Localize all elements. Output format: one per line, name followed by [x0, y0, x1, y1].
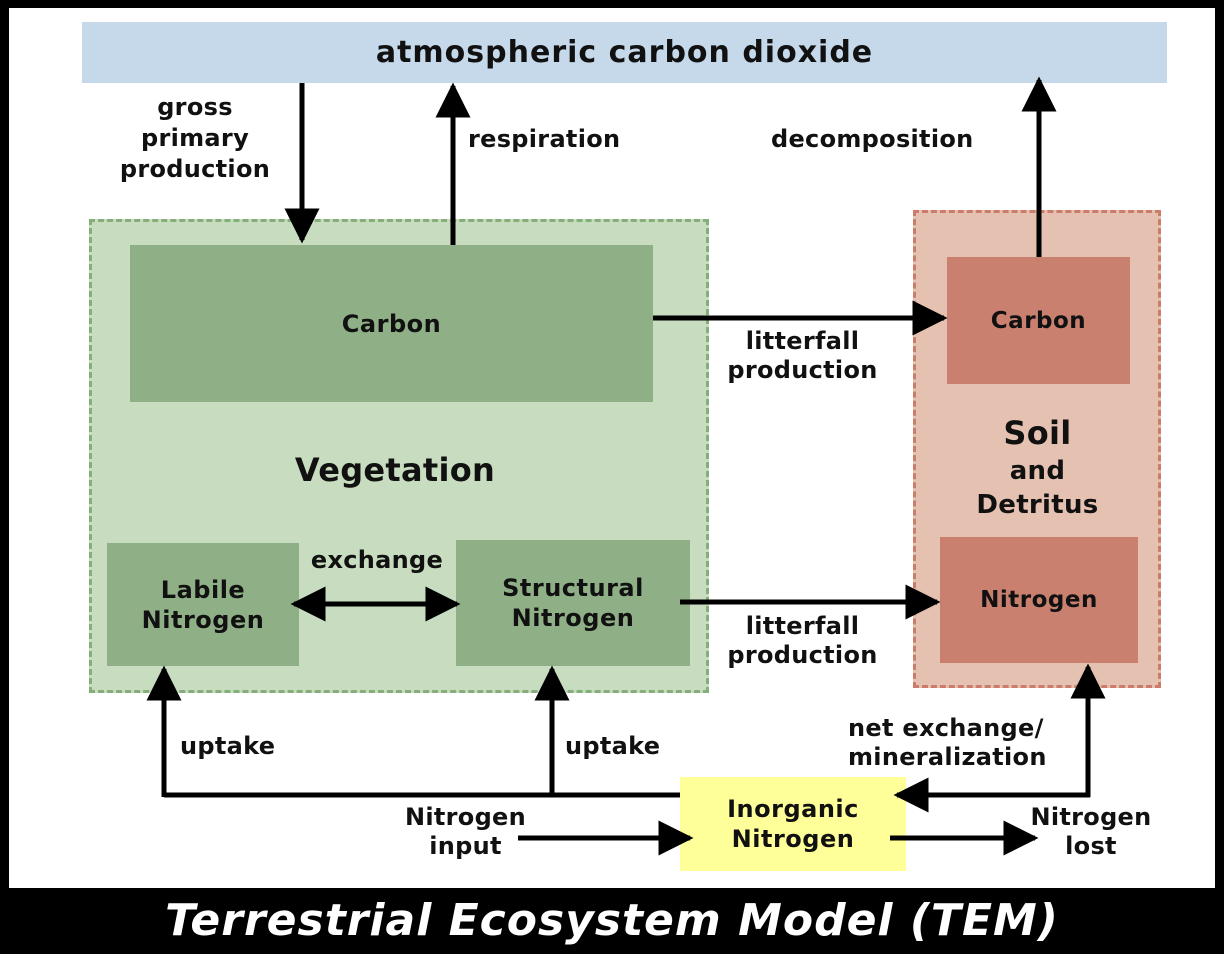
- gpp-label: gross primary production: [119, 93, 271, 183]
- soil-title: Soil: [1003, 414, 1072, 452]
- respiration-label: respiration: [468, 125, 621, 153]
- structural-nitrogen-box: Structural Nitrogen: [456, 540, 690, 666]
- soil-subtitle: and Detritus: [976, 456, 1099, 520]
- decomposition-label: decomposition: [771, 125, 974, 153]
- vegetation-carbon-box: Carbon: [130, 245, 653, 402]
- soil-carbon-box: Carbon: [947, 257, 1130, 384]
- labile-nitrogen-box: Labile Nitrogen: [107, 543, 299, 666]
- uptake-left-label: uptake: [180, 732, 276, 760]
- inorganic-nitrogen-box: Inorganic Nitrogen: [680, 777, 906, 871]
- vegetation-title: Vegetation: [294, 451, 496, 489]
- litterfall-nitrogen-label: litterfall production: [727, 612, 878, 669]
- uptake-right-label: uptake: [565, 732, 661, 760]
- net-exchange-label: net exchange/ mineralization: [848, 714, 1047, 771]
- exchange-label: exchange: [310, 546, 444, 574]
- nitrogen-input-label: Nitrogen input: [404, 803, 527, 860]
- litterfall-carbon-label: litterfall production: [727, 327, 878, 384]
- footer-title: Terrestrial Ecosystem Model (TEM): [0, 888, 1224, 954]
- soil-nitrogen-box: Nitrogen: [940, 537, 1138, 663]
- atmosphere-box: atmospheric carbon dioxide: [82, 22, 1167, 83]
- nitrogen-lost-label: Nitrogen lost: [1030, 803, 1152, 860]
